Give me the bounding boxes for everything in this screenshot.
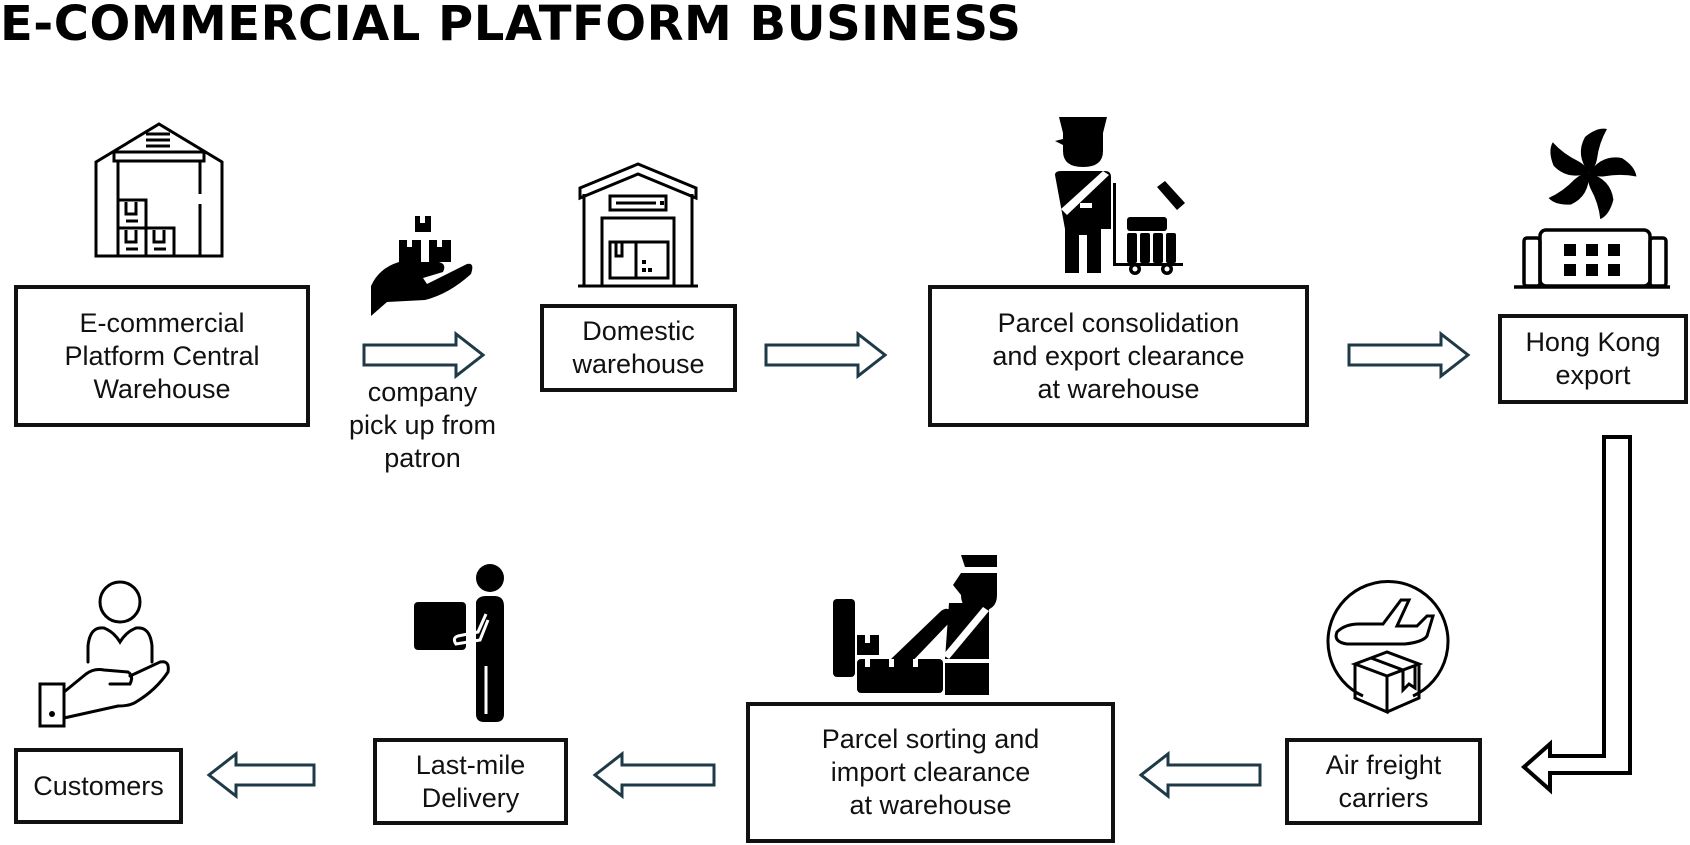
- connector-arrow-2: [764, 330, 888, 380]
- connector-arrow-4: [1520, 435, 1632, 795]
- connector-arrow-7: [206, 750, 316, 800]
- step-customers: Customers: [14, 748, 183, 824]
- connector-arrow-3: [1347, 330, 1471, 380]
- hand-boxes-icon: [371, 216, 473, 316]
- hong-kong-bauhinia-building-icon: [1514, 128, 1670, 289]
- step-label: Domestic warehouse: [572, 316, 705, 379]
- step-label: E-commercial Platform Central Warehouse: [64, 307, 260, 404]
- step-air-freight: Air freight carriers: [1285, 738, 1482, 825]
- airplane-package-icon: [1326, 580, 1450, 715]
- delivery-person-icon: [414, 564, 504, 722]
- step-label: Customers: [33, 770, 164, 801]
- customer-hand-icon: [38, 580, 170, 728]
- step-label: Parcel consolidation and export clearanc…: [992, 307, 1245, 404]
- step-label: Hong Kong export: [1525, 327, 1661, 390]
- warehouse-icon: [578, 162, 698, 288]
- step-hk-export: Hong Kong export: [1498, 314, 1688, 404]
- warehouse-boxes-icon: [94, 122, 224, 258]
- step-export-clearance: Parcel consolidation and export clearanc…: [928, 285, 1309, 427]
- connector-arrow-5: [1138, 750, 1262, 800]
- step-domestic-warehouse: Domestic warehouse: [540, 304, 737, 392]
- step-label: Last-mile Delivery: [415, 749, 526, 813]
- connector-arrow-1: [362, 330, 486, 380]
- step-last-mile: Last-mile Delivery: [373, 738, 568, 825]
- connector-arrow-6: [592, 750, 716, 800]
- step-label: Air freight carriers: [1325, 749, 1442, 813]
- step-central-warehouse: E-commercial Platform Central Warehouse: [14, 285, 310, 427]
- step-label: Parcel sorting and import clearance at w…: [821, 724, 1040, 820]
- customs-officer-parcels-icon: [833, 555, 997, 695]
- step-import-clearance: Parcel sorting and import clearance at w…: [746, 702, 1115, 843]
- connector-caption: company pick up from patron: [348, 377, 497, 473]
- customs-officer-trolley-icon: [1055, 117, 1185, 275]
- page-title: E-COMMERCIAL PLATFORM BUSINESS: [0, 0, 1022, 52]
